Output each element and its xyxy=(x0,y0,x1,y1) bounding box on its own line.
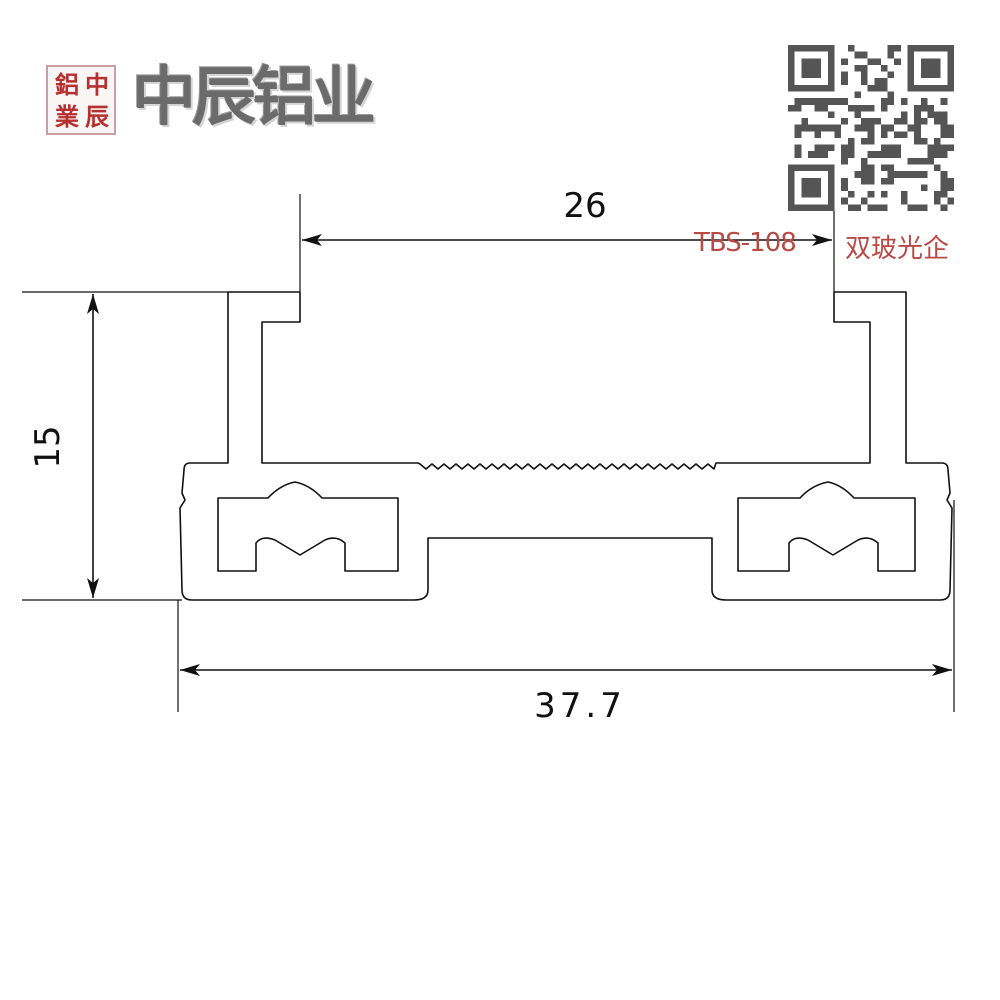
dimension-height: 15 xyxy=(28,425,68,469)
dimension-top-width: 26 xyxy=(563,186,607,226)
profile-outline xyxy=(179,291,953,601)
qr-code-icon xyxy=(788,45,954,211)
model-code: TBS-108 xyxy=(694,228,797,258)
dimension-overall-width: 37.7 xyxy=(534,686,626,726)
model-name: 双玻光企 xyxy=(845,234,950,264)
right-chamber xyxy=(737,481,916,572)
left-chamber xyxy=(217,481,399,572)
company-name: 中辰铝业 xyxy=(132,61,376,135)
company-seal-logo: 中 辰 鋁 業 xyxy=(46,65,116,135)
